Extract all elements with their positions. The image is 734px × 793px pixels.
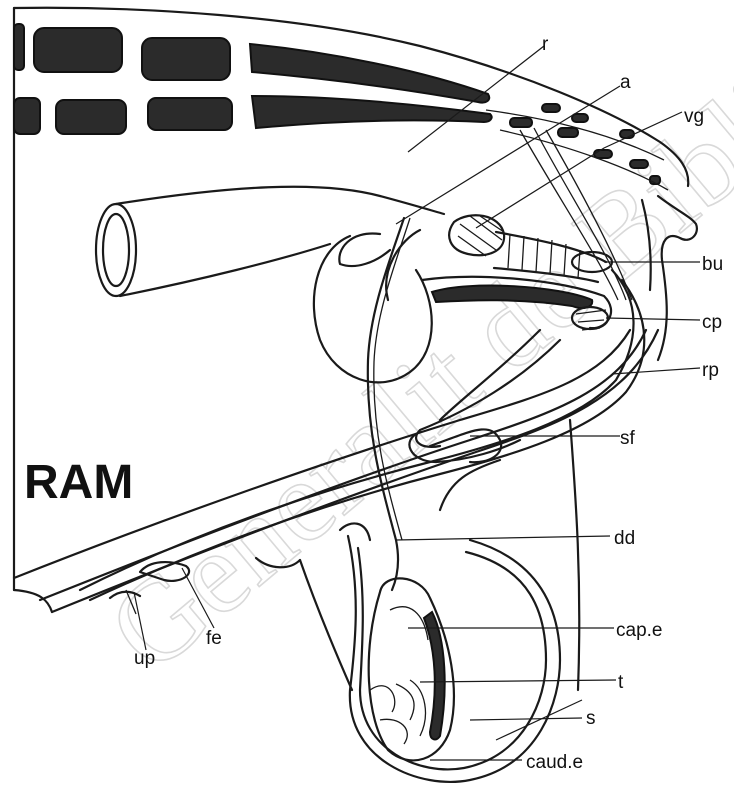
leader-cp xyxy=(606,318,700,320)
rectum xyxy=(96,187,444,296)
label-s: s xyxy=(586,708,596,729)
leader-s-1 xyxy=(470,718,582,720)
label-caud-e: caud.e xyxy=(526,752,583,773)
diagram-title: RAM xyxy=(24,456,133,509)
label-up: up xyxy=(134,648,155,669)
label-vg: vg xyxy=(684,106,704,127)
label-r: r xyxy=(542,34,549,55)
vesicular-gland xyxy=(449,215,504,256)
label-rp: rp xyxy=(702,360,719,381)
label-t: t xyxy=(618,672,624,693)
leader-t xyxy=(420,680,616,682)
vertebrae xyxy=(14,24,668,190)
label-sf: sf xyxy=(620,428,636,449)
label-bu: bu xyxy=(702,254,723,275)
scrotum xyxy=(348,536,560,782)
leader-rp xyxy=(612,368,700,374)
label-cp: cp xyxy=(702,312,722,333)
epididymis xyxy=(424,612,445,739)
label-dd: dd xyxy=(614,528,635,549)
label-a: a xyxy=(620,72,631,93)
label-cap-e: cap.e xyxy=(616,620,662,641)
label-fe: fe xyxy=(206,628,222,649)
